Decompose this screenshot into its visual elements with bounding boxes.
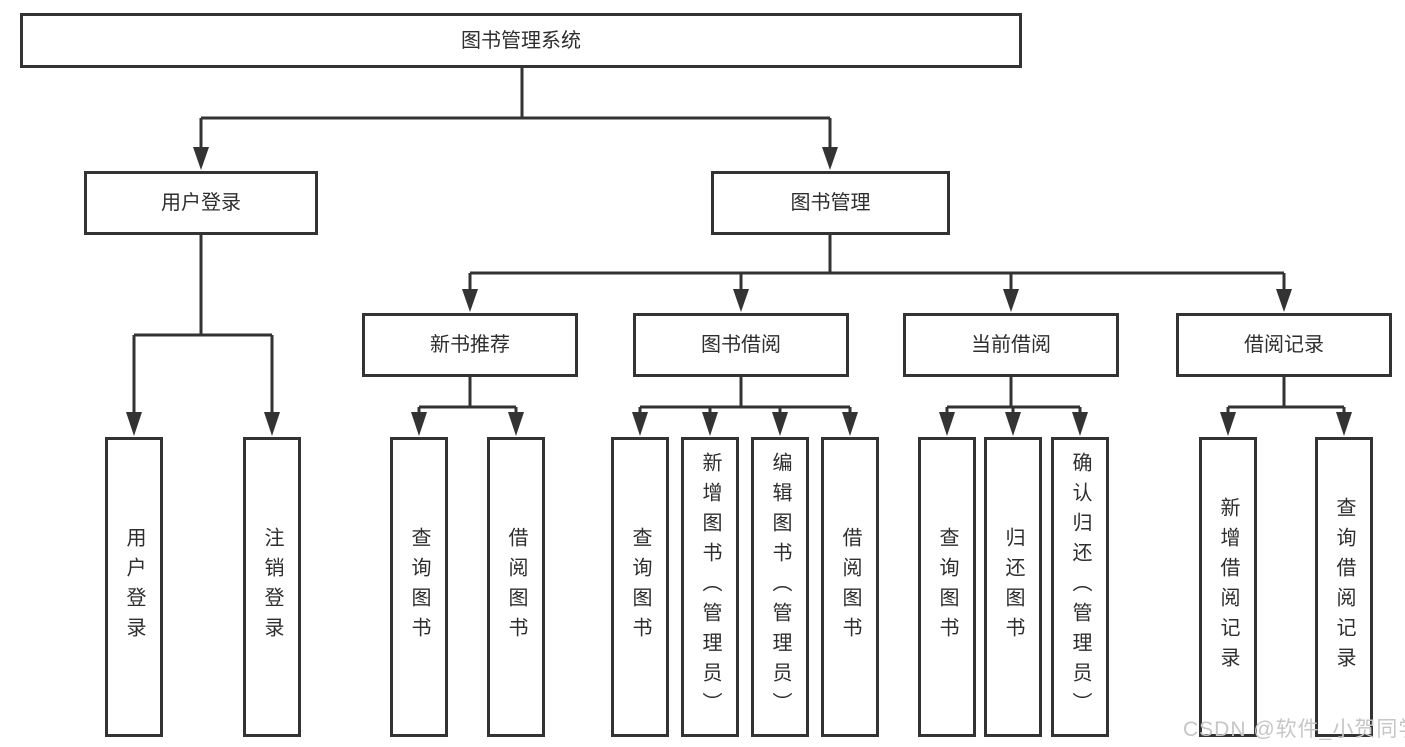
node-borrow-records: 借阅记录 — [1176, 313, 1392, 377]
leaf-query-book-recommend: 查询图书 — [390, 437, 448, 737]
connector-user-login-split — [126, 235, 280, 436]
node-book-borrow: 图书借阅 — [633, 313, 849, 377]
leaf-borrow-book: 借阅图书 — [821, 437, 879, 737]
leaf-add-book-admin: 新增图书（管理员） — [681, 437, 739, 737]
connector-borrow-records-split — [1220, 377, 1352, 436]
leaf-confirm-return-admin: 确认归还（管理员） — [1051, 437, 1109, 737]
leaf-borrow-book-recommend: 借阅图书 — [487, 437, 545, 737]
leaf-add-borrow-record: 新增借阅记录 — [1199, 437, 1257, 737]
connector-new-book-recommend-split — [411, 377, 524, 436]
leaf-return-book: 归还图书 — [984, 437, 1042, 737]
leaf-query-book-current: 查询图书 — [918, 437, 976, 737]
connector-current-borrow-split — [939, 377, 1088, 436]
leaf-user-login: 用户登录 — [105, 437, 163, 737]
node-book-management: 图书管理 — [711, 171, 950, 235]
watermark: CSDN @软件_小贺同学 — [1183, 718, 1405, 741]
connector-book-management-split — [462, 235, 1292, 312]
leaf-edit-book-admin: 编辑图书（管理员） — [751, 437, 809, 737]
node-root-system: 图书管理系统 — [20, 13, 1022, 68]
leaf-query-borrow-record: 查询借阅记录 — [1315, 437, 1373, 737]
node-new-book-recommend: 新书推荐 — [362, 313, 578, 377]
node-current-borrow: 当前借阅 — [903, 313, 1119, 377]
connector-root-split — [193, 68, 838, 170]
connector-book-borrow-split — [632, 377, 858, 436]
leaf-query-book-borrow: 查询图书 — [611, 437, 669, 737]
leaf-logout-login: 注销登录 — [243, 437, 301, 737]
node-user-login: 用户登录 — [84, 171, 318, 235]
